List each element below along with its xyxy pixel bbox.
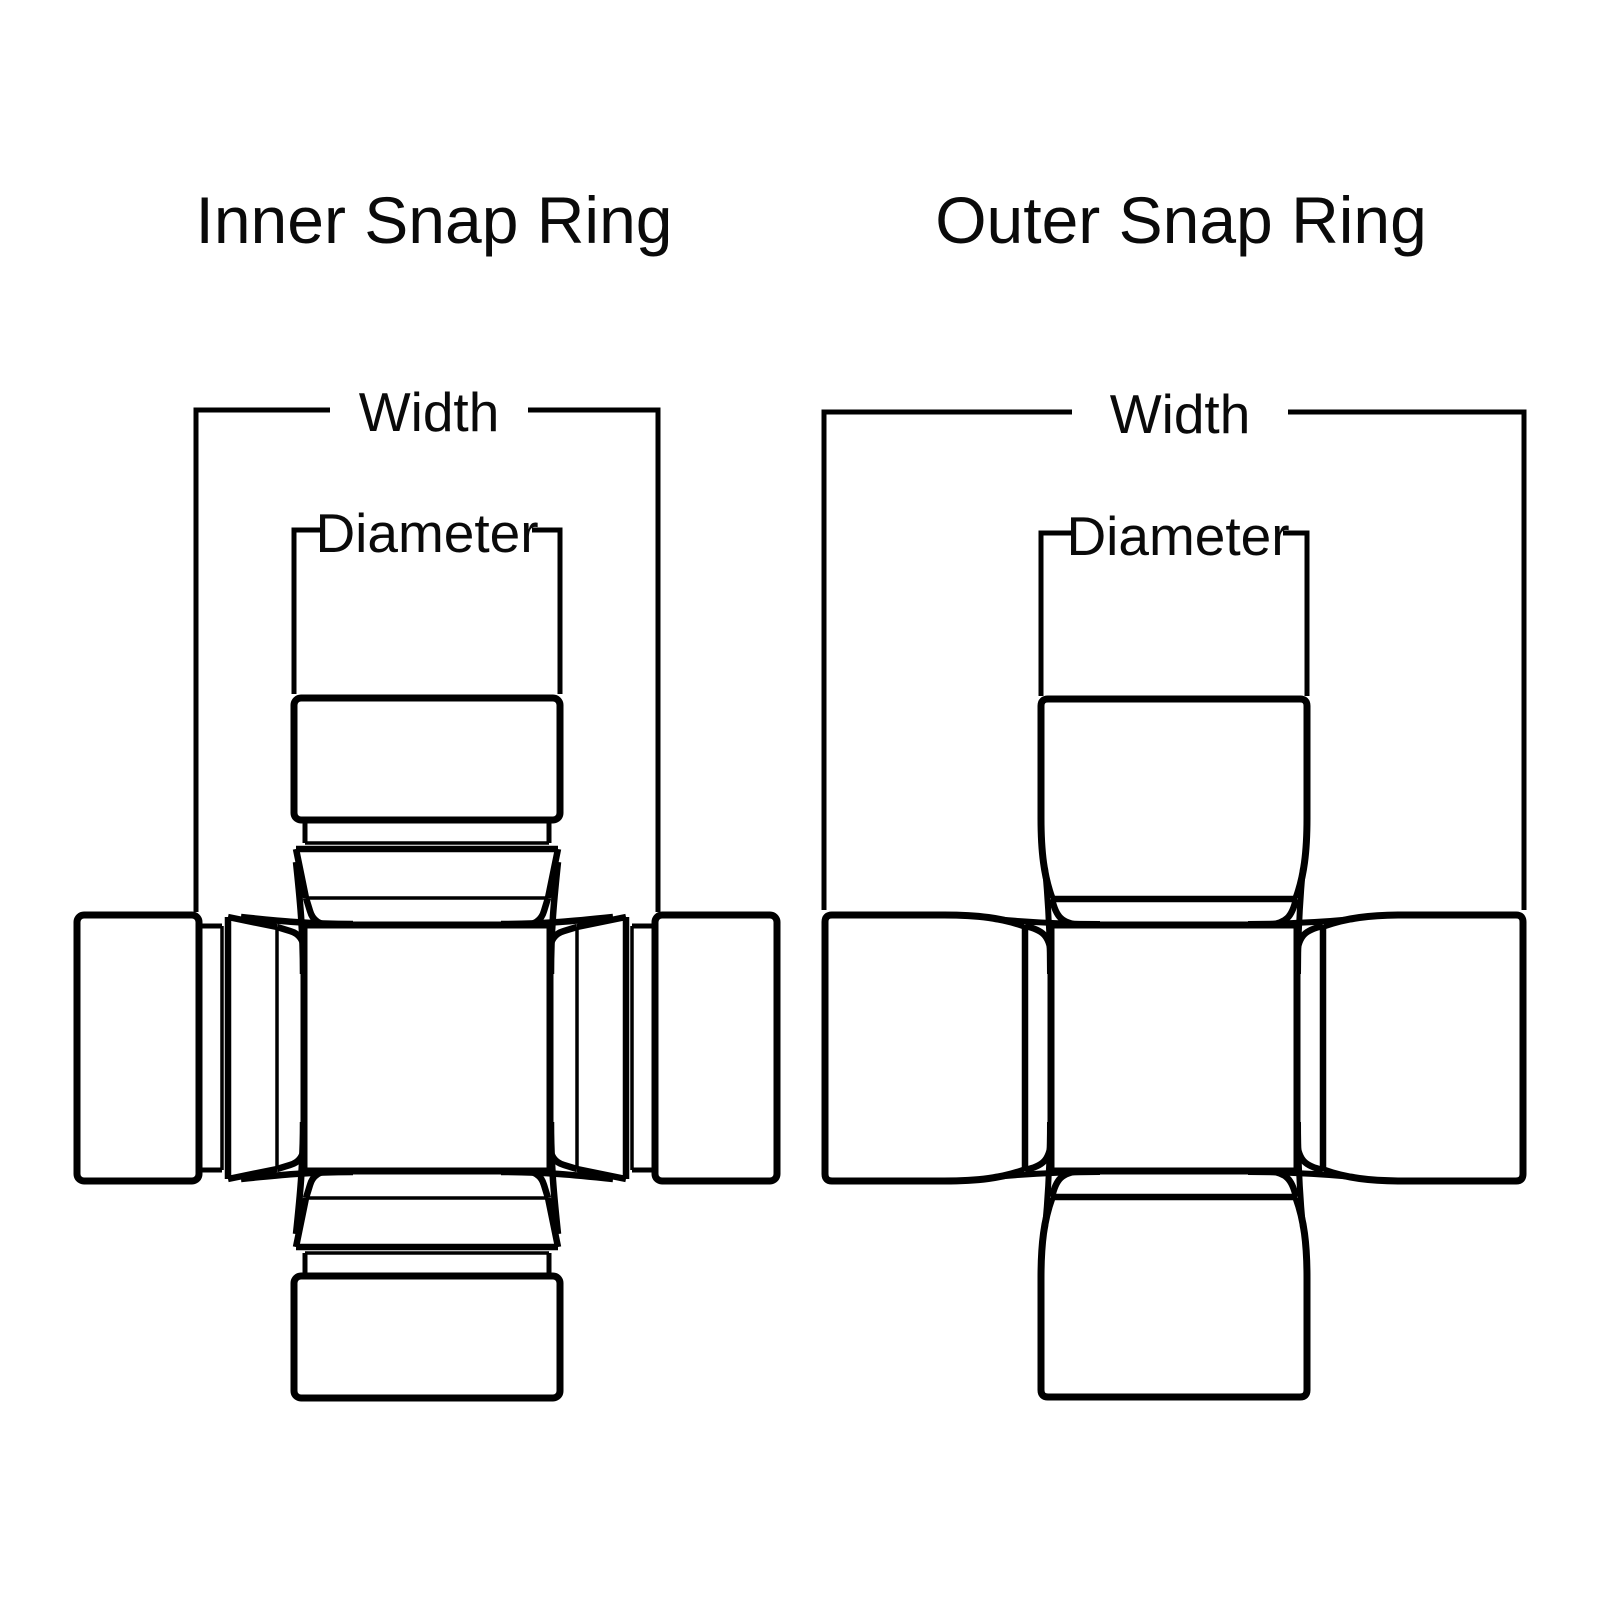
diameter-dimension-bracket — [291, 527, 563, 694]
center-body — [300, 921, 554, 1175]
inner-joint — [77, 698, 777, 1398]
outer-joint — [825, 699, 1523, 1397]
outer-snap-ring-drawing — [821, 409, 1527, 1397]
inner-diameter-label: Diameter — [315, 502, 539, 564]
width-dimension-bracket — [193, 407, 661, 912]
outer-diameter-label: Diameter — [1066, 505, 1290, 567]
inner-diagram-title: Inner Snap Ring — [195, 183, 673, 257]
outer-width-label: Width — [1109, 383, 1251, 445]
diameter-dimension-bracket — [1038, 530, 1310, 696]
inner-snap-ring-drawing — [77, 407, 777, 1398]
center-body — [1047, 921, 1301, 1175]
outer-diagram-title: Outer Snap Ring — [935, 183, 1427, 257]
inner-width-label: Width — [358, 381, 500, 443]
width-dimension-bracket — [821, 409, 1527, 910]
